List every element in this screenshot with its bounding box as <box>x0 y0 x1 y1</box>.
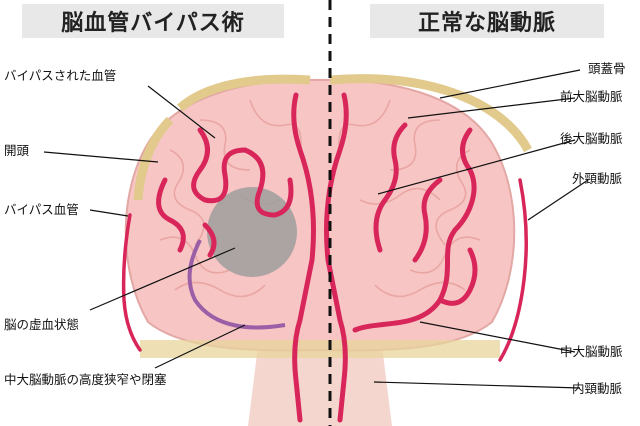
craniotomy-flap <box>133 116 174 201</box>
title-normal: 正常な脳動脈 <box>370 4 604 38</box>
skull-left <box>177 74 311 112</box>
label-bypass-vessel: バイパス血管 <box>4 202 79 217</box>
leader-lines <box>43 69 589 389</box>
label-stenosis: 中大脳動脈の高度狭窄や閉塞 <box>4 372 167 387</box>
occluded-mca <box>187 239 286 330</box>
arteries-right <box>324 92 528 423</box>
skull-base <box>140 340 500 358</box>
label-ischemia: 脳の虚血状態 <box>4 317 80 332</box>
ischemia-area <box>207 187 297 277</box>
label-mca: 中大脳動脈 <box>560 344 623 359</box>
label-bypassed-vessel: バイパスされた血管 <box>4 68 117 83</box>
label-aca: 前大脳動脈 <box>560 89 623 104</box>
label-ica: 内頸動脈 <box>572 381 623 396</box>
label-craniotomy: 開頭 <box>4 143 30 158</box>
title-bypass: 脳血管バイパス術 <box>22 4 284 38</box>
label-eca: 外頸動脈 <box>572 171 623 186</box>
label-pca: 後大脳動脈 <box>560 131 623 146</box>
arteries-left <box>121 92 316 423</box>
brain <box>124 78 516 352</box>
skull-right <box>329 74 532 153</box>
label-skull: 頭蓋骨 <box>588 61 626 76</box>
